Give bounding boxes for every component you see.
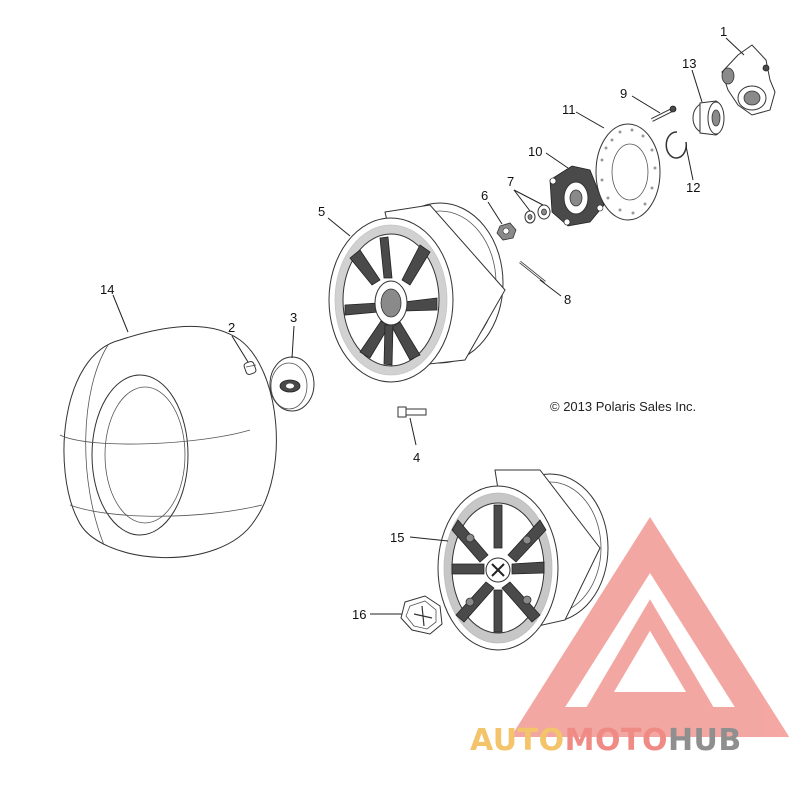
steering-knuckle <box>721 44 776 116</box>
wheel-rear <box>437 469 609 651</box>
hub-cap-rear <box>400 595 443 635</box>
callout-14: 14 <box>100 282 114 297</box>
copyright-notice: © 2013 Polaris Sales Inc. <box>550 399 696 414</box>
callout-numbers: 1 2 3 4 5 6 7 8 9 10 11 12 13 14 15 16 <box>100 24 727 622</box>
brake-disc <box>595 123 661 221</box>
callout-1: 1 <box>720 24 727 39</box>
callout-4: 4 <box>413 450 420 465</box>
watermark-text: AUTOMOTOHUB <box>470 723 742 758</box>
callout-15: 15 <box>390 530 404 545</box>
callout-3: 3 <box>290 310 297 325</box>
wheel-bearing <box>692 100 725 136</box>
callout-8: 8 <box>564 292 571 307</box>
tire <box>59 325 277 558</box>
callout-12: 12 <box>686 180 700 195</box>
lug-nut <box>496 222 517 241</box>
watermark-hub: HUB <box>668 723 742 758</box>
callout-7: 7 <box>507 174 514 189</box>
watermark-auto: AUTO <box>470 723 565 758</box>
callout-6: 6 <box>481 188 488 203</box>
callout-2: 2 <box>228 320 235 335</box>
center-cap <box>269 356 315 412</box>
wheel-front <box>328 202 506 383</box>
snap-ring <box>665 131 688 159</box>
callout-5: 5 <box>318 204 325 219</box>
wheel-hub <box>549 165 605 227</box>
cotter-pin <box>519 261 546 283</box>
lug-bolt <box>397 406 427 418</box>
callout-9: 9 <box>620 86 627 101</box>
valve-stem <box>243 360 257 376</box>
watermark-logo <box>510 516 790 737</box>
callout-16: 16 <box>352 607 366 622</box>
callout-10: 10 <box>528 144 542 159</box>
callout-11: 11 <box>562 102 576 117</box>
leader-lines <box>112 37 745 615</box>
watermark-moto: MOTO <box>565 723 668 758</box>
washers <box>524 204 551 224</box>
callout-13: 13 <box>682 56 696 71</box>
disc-bolt <box>651 105 677 122</box>
